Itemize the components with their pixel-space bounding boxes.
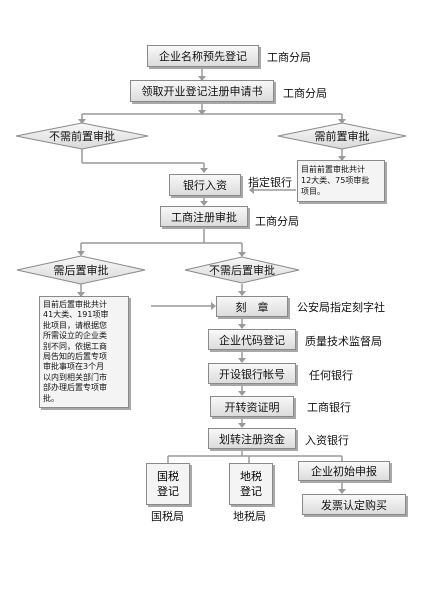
node-open-bank-account: 开设银行帐号: [208, 363, 296, 384]
label-quality-bureau: 质量技术监督局: [305, 335, 382, 348]
node-national-tax-registration: 国税 登记: [146, 463, 190, 505]
node-bank-deposit: 银行入资: [169, 174, 241, 196]
label-national-tax-bureau: 国税局: [151, 510, 184, 523]
decision-no-pre-approval: 不需前置审批: [49, 130, 115, 143]
node-invoice-purchase: 发票认定购买: [302, 494, 406, 515]
node-registered-capital-transfer: 划转注册资金: [208, 428, 296, 449]
diamond-post-approval-shape: [16, 255, 146, 285]
node-capital-transfer-proof: 开转资证明: [210, 396, 294, 417]
node-name-preregistration: 企业名称预先登记: [147, 45, 259, 67]
diamond-pre-approval-shape: [277, 122, 407, 150]
label-designated-bank: 指定银行: [248, 176, 292, 189]
label-police-engraving: 公安局指定刻字社: [297, 301, 385, 314]
note-pre-approval-items: 目前前置审批共计 12大类、75项审批 项目。: [297, 160, 385, 202]
node-seal: 刻 章: [216, 296, 288, 317]
label-icb-bank: 工商银行: [307, 401, 351, 414]
label-icb-branch-3: 工商分局: [255, 215, 299, 228]
label-any-bank: 任何银行: [309, 369, 353, 382]
diamond-no-pre-approval-shape: [15, 122, 149, 150]
node-application-form: 领取开业登记注册申请书: [130, 80, 274, 102]
note-post-approval-items: 目前后置审批共计 41大类、191项审 批项目，请根据您 所需设立的企业类 别不…: [39, 296, 129, 408]
label-local-tax-bureau: 地税局: [233, 510, 266, 523]
diamond-no-post-approval-shape: [184, 256, 300, 284]
node-local-tax-registration: 地税 登记: [229, 463, 273, 505]
decision-no-post-approval: 不需后置审批: [209, 264, 275, 277]
decision-post-approval: 需后置审批: [53, 264, 109, 277]
label-icb-branch-2: 工商分局: [283, 87, 327, 100]
node-business-registration: 工商注册审批: [160, 206, 248, 227]
decision-pre-approval: 需前置审批: [314, 130, 370, 143]
label-deposit-bank: 入资银行: [305, 434, 349, 447]
node-initial-declaration: 企业初始申报: [298, 461, 390, 481]
node-org-code-registration: 企业代码登记: [208, 329, 296, 350]
label-icb-branch-1: 工商分局: [267, 51, 311, 64]
